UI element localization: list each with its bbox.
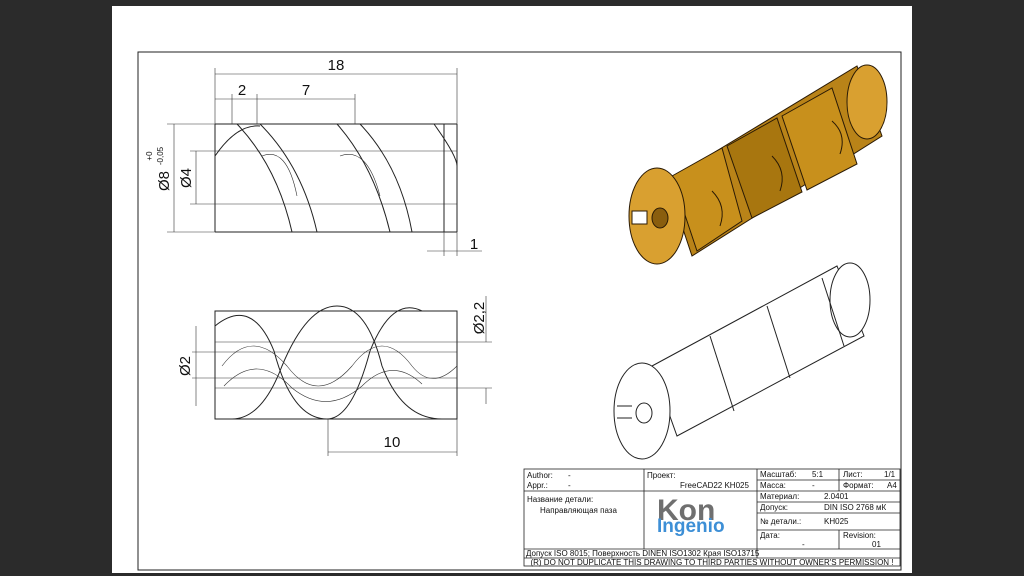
appr-label: Appr.: — [527, 481, 548, 490]
project-label: Проект: — [647, 471, 676, 480]
author-value: - — [568, 471, 571, 480]
revision-label: Revision: — [843, 531, 876, 540]
technical-drawing: 18 2 7 Ø8 +0 -0,05 Ø4 1 10 Ø2,2 Ø2 — [137, 51, 902, 571]
mass-label: Масса: — [760, 481, 786, 490]
scale-value: 5:1 — [812, 470, 824, 479]
isometric-line-view — [613, 262, 871, 460]
dim-bore: Ø2 — [177, 356, 194, 376]
format-label: Формат: — [843, 481, 874, 490]
logo-kon: Kon — [657, 494, 715, 527]
material-value: 2.0401 — [824, 492, 849, 501]
tolerance-label: Допуск: — [760, 503, 788, 512]
dim-groove-width: Ø2,2 — [471, 302, 488, 335]
date-value: - — [802, 540, 805, 549]
revision-value: 01 — [872, 540, 881, 549]
standards-text: Допуск ISO 8015; Поверхность DINEN ISO13… — [526, 549, 760, 558]
dim-start: 2 — [238, 82, 246, 99]
dim-step: 1 — [470, 236, 478, 253]
appr-value: - — [568, 481, 571, 490]
part-no-label: № детали.: — [760, 517, 801, 526]
title-block — [523, 468, 901, 567]
part-name-value: Направляющая паза — [540, 506, 617, 515]
date-label: Дата: — [760, 531, 780, 540]
dim-length: 18 — [328, 57, 345, 74]
dim-pitch: 7 — [302, 82, 310, 99]
logo-ingenio: Ingenio — [657, 516, 725, 537]
top-view — [192, 296, 492, 456]
part-no-value: KH025 — [824, 517, 849, 526]
front-view — [214, 123, 458, 233]
mass-value: - — [812, 481, 815, 490]
sheet-label: Лист: — [843, 470, 863, 479]
format-value: A4 — [887, 481, 897, 490]
copyright-notice: (R) DO NOT DUPLICATE THIS DRAWING TO THI… — [530, 558, 893, 567]
scale-label: Масштаб: — [760, 470, 796, 479]
dim-outer-diameter: Ø8 — [156, 171, 173, 191]
project-value: FreeCAD22 KH025 — [680, 481, 749, 490]
material-label: Материал: — [760, 492, 799, 501]
isometric-shaded-view — [628, 64, 888, 265]
dim-inner-diameter: Ø4 — [178, 168, 195, 188]
drawing-sheet: 18 2 7 Ø8 +0 -0,05 Ø4 1 10 Ø2,2 Ø2 — [112, 6, 912, 573]
author-label: Author: — [527, 471, 553, 480]
dim-tolerance-lower: -0,05 — [156, 146, 165, 165]
dim-lead: 10 — [384, 434, 401, 451]
dim-tolerance-upper: +0 — [145, 151, 154, 161]
front-view-dimensions — [167, 68, 482, 256]
part-name-label: Название детали: — [527, 495, 593, 504]
tolerance-value: DIN ISO 2768 мК — [824, 503, 887, 512]
sheet-value: 1/1 — [884, 470, 896, 479]
sheet-border — [137, 51, 902, 571]
